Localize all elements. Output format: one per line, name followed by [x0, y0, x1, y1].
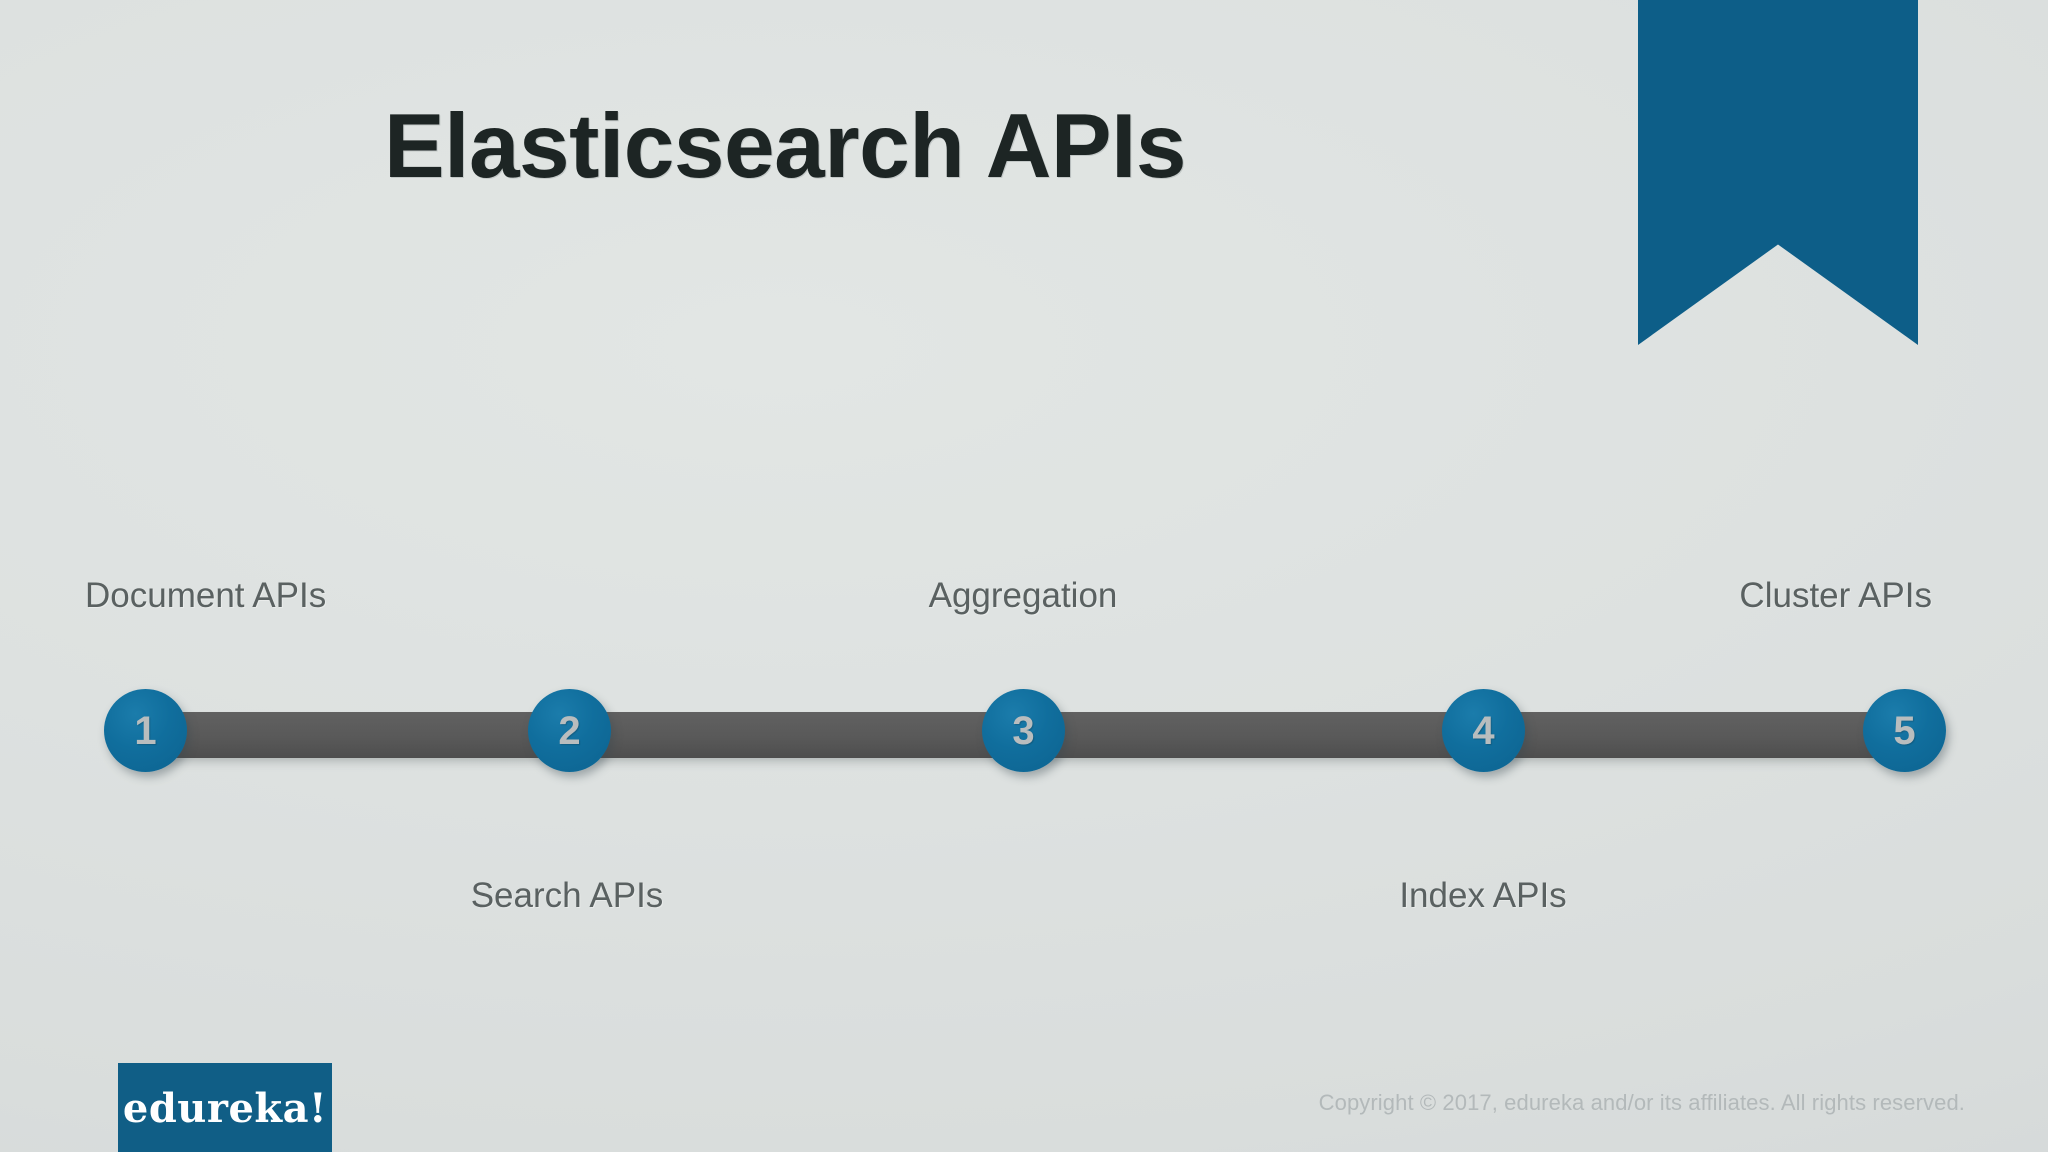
timeline-label-cluster-apis: Cluster APIs — [1739, 576, 1932, 615]
timeline-node-3-number: 3 — [1012, 708, 1035, 753]
timeline-label-index-apis: Index APIs — [1399, 876, 1567, 915]
timeline-label-search-apis: Search APIs — [470, 876, 664, 915]
timeline-node-2[interactable]: 2 — [528, 689, 611, 772]
timeline-label-aggregation: Aggregation — [928, 576, 1118, 615]
timeline-node-4-number: 4 — [1472, 708, 1495, 753]
edureka-logo: edureka! — [118, 1063, 332, 1152]
timeline-node-2-number: 2 — [558, 708, 581, 753]
timeline-node-4[interactable]: 4 — [1442, 689, 1525, 772]
timeline-node-1[interactable]: 1 — [104, 689, 187, 772]
timeline-label-document-apis: Document APIs — [85, 576, 327, 615]
page-title: Elasticsearch APIs — [383, 96, 1187, 197]
timeline-node-1-number: 1 — [134, 708, 157, 753]
copyright-notice: Copyright © 2017, edureka and/or its aff… — [1318, 1090, 1965, 1115]
timeline-node-3[interactable]: 3 — [982, 689, 1065, 772]
edureka-logo-text: edureka! — [122, 1085, 328, 1132]
timeline-node-5-number: 5 — [1893, 708, 1916, 753]
timeline-node-5[interactable]: 5 — [1863, 689, 1946, 772]
